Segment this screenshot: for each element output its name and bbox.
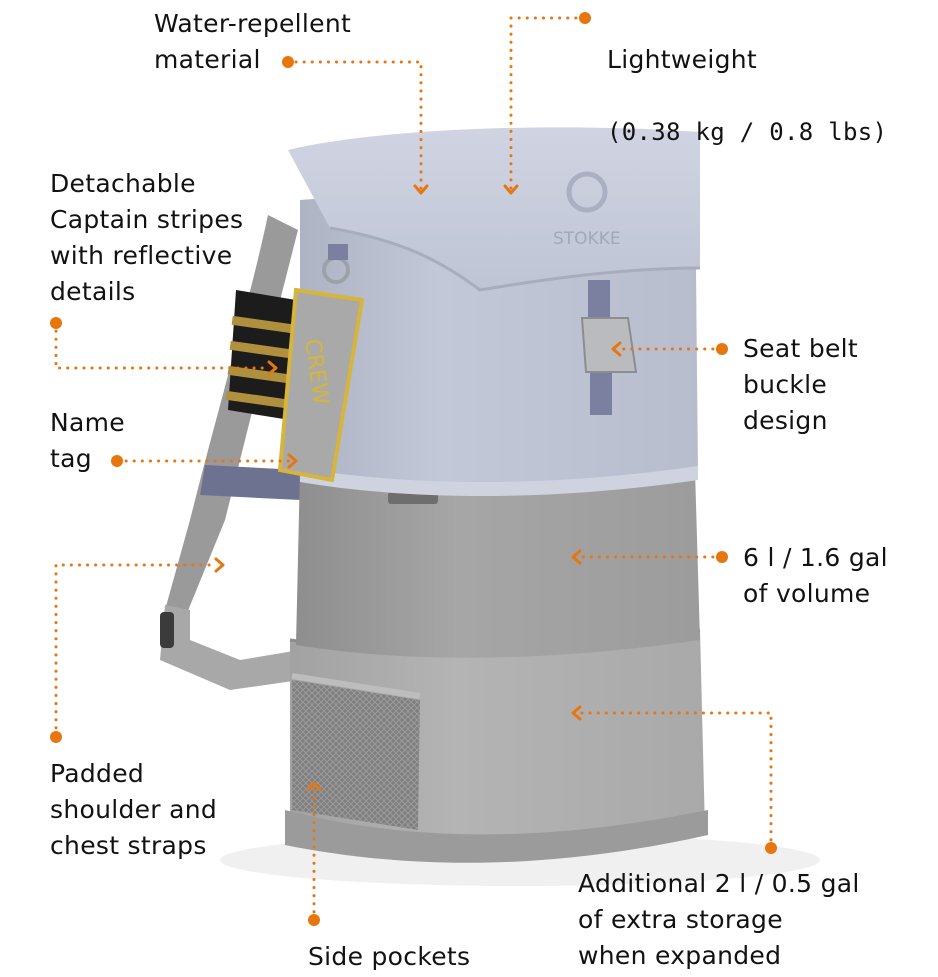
callout-water-repellent: Water-repellent material [154, 9, 352, 74]
arrow-right-icon [287, 453, 298, 469]
callout-padded-straps: Padded shoulder and chest straps [50, 759, 218, 860]
callout-volume: 6 l / 1.6 gal of volume [743, 543, 888, 608]
brand-logo-text: STOKKE [553, 229, 621, 249]
callout-lightweight: Lightweight (0.38 kg / 0.8 lbs) [607, 6, 887, 186]
callout-name-tag: Name tag [50, 408, 125, 473]
captain-stripes-graphic [225, 290, 296, 420]
callout-side-pockets: Side pockets [308, 942, 471, 971]
arrow-up-icon [306, 781, 322, 791]
arrow-down-icon [503, 184, 519, 195]
arrow-left-icon [571, 705, 582, 721]
name-tag-graphic [277, 287, 365, 483]
arrow-down-icon [413, 184, 429, 195]
arrow-right-icon [214, 557, 225, 573]
callout-extra-storage: Additional 2 l / 0.5 gal of extra storag… [578, 869, 860, 970]
callout-captain-stripes: Detachable Captain stripes with reflecti… [50, 169, 244, 306]
arrow-left-icon [611, 341, 622, 357]
arrow-left-icon [571, 549, 582, 565]
callout-lightweight-title: Lightweight [607, 45, 757, 74]
callout-lightweight-weight: (0.38 kg / 0.8 lbs) [607, 118, 888, 146]
callout-seat-belt-buckle: Seat belt buckle design [743, 334, 859, 435]
arrow-right-icon [267, 360, 278, 376]
